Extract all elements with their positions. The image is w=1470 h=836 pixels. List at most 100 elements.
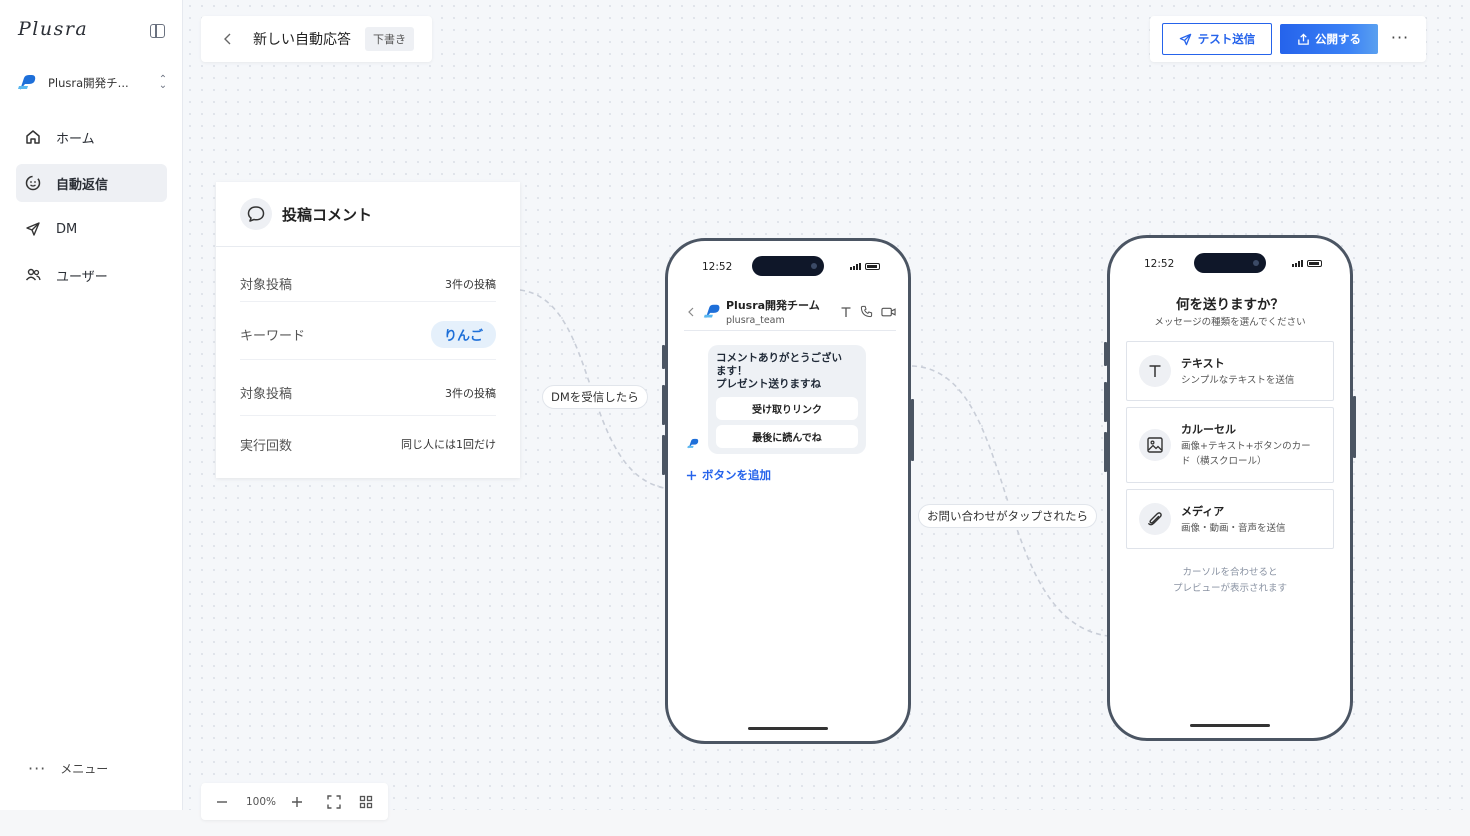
sidebar-nav: ホーム 自動返信 DM ユーザー — [16, 118, 167, 302]
signal-icon — [850, 263, 861, 270]
flow-header: 新しい自動応答 下書き — [201, 16, 432, 62]
keyword-chip[interactable]: りんご — [430, 321, 496, 348]
edge-label-inquiry-tapped[interactable]: お問い合わせがタップされたら — [918, 504, 1097, 528]
trigger-row-key: 実行回数 — [240, 438, 293, 454]
test-send-button[interactable]: テスト送信 — [1162, 23, 1272, 55]
question-title: 何を送りますか？ — [1176, 297, 1284, 313]
option-desc: 画像+テキスト+ボタンのカー ド（横スクロール） — [1181, 441, 1311, 467]
text-icon — [1139, 355, 1171, 387]
edge-label-dm-received[interactable]: DMを受信したら — [542, 385, 648, 409]
paperclip-icon — [1139, 503, 1171, 535]
action-toolbar: テスト送信 公開する ··· — [1150, 16, 1426, 62]
sidebar: Plusra Plusra開発チ... ⌃⌄ ホーム 自動返信 DM ユーザー … — [0, 0, 183, 810]
sidebar-item-label: ユーザー — [56, 269, 108, 285]
trigger-row-key: キーワード — [240, 329, 306, 344]
dm-preview-phone[interactable]: 12:52 Plusra開発チーム plusra_team コメントありがとうご… — [662, 238, 914, 744]
option-text[interactable]: テキスト シンプルなテキストを送信 — [1126, 341, 1334, 401]
trigger-row: キーワード りんご — [240, 310, 496, 360]
sidebar-item-dm[interactable]: DM — [16, 210, 167, 248]
sidebar-toggle-icon[interactable] — [150, 24, 165, 38]
reply-smile-icon — [25, 175, 41, 191]
dm-name: Plusra開発チーム — [726, 299, 820, 312]
home-indicator — [1190, 724, 1270, 727]
battery-icon — [865, 263, 880, 270]
add-button-label: ボタンを追加 — [702, 468, 771, 482]
trigger-row: 対象投稿 3件の投稿 — [240, 370, 496, 416]
team-name: Plusra開発チ... — [48, 76, 129, 90]
option-title: カルーセル — [1181, 423, 1236, 436]
sidebar-item-label: 自動返信 — [56, 177, 109, 193]
grid-icon[interactable] — [359, 795, 373, 809]
menu-button[interactable]: ··· メニュー — [28, 759, 108, 778]
team-switcher[interactable]: Plusra開発チ... ⌃⌄ — [16, 70, 168, 96]
battery-icon — [1307, 260, 1322, 267]
message-button[interactable]: 受け取りリンク — [716, 397, 858, 420]
dm-header: Plusra開発チーム plusra_team — [684, 293, 896, 331]
option-desc: 画像・動画・音声を送信 — [1181, 522, 1286, 534]
zoom-toolbar: 100% — [201, 783, 388, 820]
users-icon — [25, 268, 41, 281]
plus-icon — [686, 470, 697, 480]
status-icons — [850, 263, 880, 270]
option-title: テキスト — [1181, 356, 1225, 370]
upload-icon — [1298, 32, 1309, 45]
send-icon — [26, 222, 40, 236]
dynamic-island — [752, 256, 824, 276]
chevron-left-icon[interactable] — [221, 32, 235, 46]
dm-contact: Plusra開発チーム plusra_team — [726, 297, 820, 326]
app-logo: Plusra — [18, 18, 89, 40]
dynamic-island — [1194, 253, 1266, 273]
preview-hint: カーソルを合わせると プレビューが表示されます — [1172, 567, 1287, 594]
message-button[interactable]: 最後に読んでね — [716, 425, 858, 448]
add-button-link[interactable]: ボタンを追加 — [686, 467, 771, 483]
comment-icon — [240, 198, 272, 230]
zoom-level: 100% — [246, 796, 277, 808]
trigger-row-key: 対象投稿 — [240, 278, 293, 293]
message-bubble[interactable]: コメントありがとうござい ます！ プレゼント送りますね 受け取りリンク 最後に読… — [708, 345, 866, 454]
status-badge: 下書き — [365, 27, 414, 51]
trigger-row-value: 同じ人には1回だけ — [401, 438, 496, 451]
message-text: コメントありがとうござい ます！ プレゼント送りますね — [716, 352, 842, 390]
zoom-in-icon[interactable] — [291, 796, 303, 808]
chevron-updown-icon: ⌃⌄ — [158, 74, 168, 91]
phone-icon[interactable] — [860, 305, 873, 318]
message-type-phone[interactable]: 12:52 何を送りますか？ メッセージの種類を選んでください テキスト シンプ… — [1104, 235, 1356, 741]
more-options-icon[interactable]: ··· — [1390, 28, 1410, 47]
trigger-title: 投稿コメント — [282, 205, 373, 224]
publish-button[interactable]: 公開する — [1280, 24, 1378, 54]
fit-screen-icon[interactable] — [327, 795, 341, 809]
test-send-label: テスト送信 — [1197, 32, 1256, 46]
home-indicator — [748, 727, 828, 730]
page-title: 新しい自動応答 — [253, 32, 351, 48]
sidebar-item-users[interactable]: ユーザー — [16, 256, 167, 294]
question-subtitle: メッセージの種類を選んでください — [1154, 317, 1306, 328]
avatar — [687, 438, 699, 449]
option-desc: シンプルなテキストを送信 — [1181, 374, 1295, 386]
sidebar-item-auto-reply[interactable]: 自動返信 — [16, 164, 167, 202]
zoom-out-icon[interactable] — [216, 796, 228, 808]
sidebar-item-home[interactable]: ホーム — [16, 118, 167, 156]
signal-icon — [1292, 260, 1303, 267]
trigger-node[interactable]: 投稿コメント 対象投稿 3件の投稿 キーワード りんご 対象投稿 3件の投稿 実… — [216, 182, 520, 478]
option-media[interactable]: メディア 画像・動画・音声を送信 — [1126, 489, 1334, 549]
home-icon — [26, 130, 40, 144]
status-icons — [1292, 260, 1322, 267]
sidebar-item-label: DM — [56, 221, 78, 237]
avatar — [703, 304, 720, 318]
option-title: メディア — [1181, 504, 1225, 518]
dm-tools — [840, 305, 896, 318]
trigger-row-value: 3件の投稿 — [445, 277, 496, 291]
video-icon[interactable] — [881, 306, 896, 318]
chevron-left-icon[interactable] — [686, 307, 696, 317]
text-icon[interactable] — [840, 306, 852, 318]
status-time: 12:52 — [702, 261, 733, 273]
status-time: 12:52 — [1144, 258, 1175, 270]
trigger-row: 対象投稿 3件の投稿 — [240, 266, 496, 302]
team-logo-icon — [18, 75, 36, 90]
trigger-row: 実行回数 同じ人には1回だけ — [240, 426, 496, 462]
image-icon — [1139, 429, 1171, 461]
option-carousel[interactable]: カルーセル 画像+テキスト+ボタンのカー ド（横スクロール） — [1126, 407, 1334, 483]
publish-label: 公開する — [1315, 32, 1361, 46]
sidebar-item-label: ホーム — [56, 131, 95, 147]
